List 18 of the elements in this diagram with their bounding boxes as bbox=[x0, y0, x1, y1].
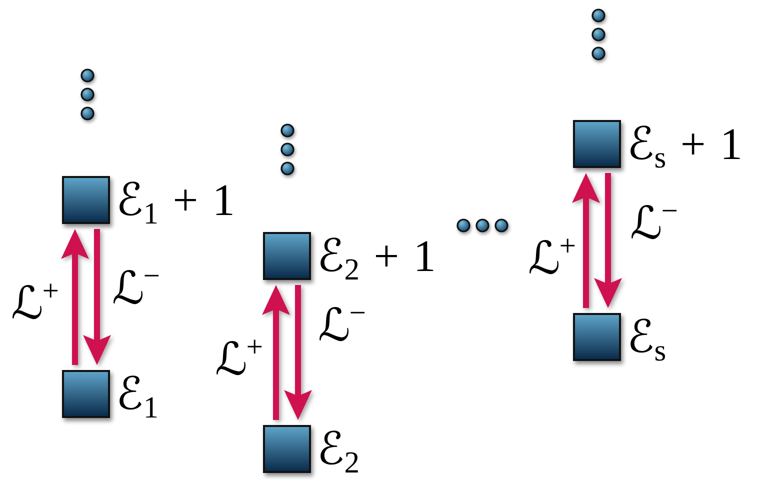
edge-label: ℒ$^{+}$ bbox=[215, 338, 263, 382]
state-label: ℰ$_{2}$ bbox=[317, 425, 360, 473]
edge-label: ℒ$^{+}$ bbox=[11, 282, 59, 326]
edge-label: ℒ$^{+}$ bbox=[528, 236, 576, 282]
state-label: ℰ$_{s}$ bbox=[627, 313, 666, 361]
state-label: ℰ$_{s}$ + 1 bbox=[627, 120, 743, 168]
edge-label: ℒ$^{−}$ bbox=[630, 202, 678, 246]
state-label: ℰ$_{1}$ + 1 bbox=[116, 176, 235, 224]
arrow bbox=[83, 229, 111, 365]
arrow bbox=[61, 229, 89, 365]
state-label: ℰ$_{1}$ bbox=[116, 370, 159, 418]
edge-label: ℒ$^{−}$ bbox=[318, 304, 366, 348]
arrow bbox=[262, 285, 290, 420]
arrow bbox=[284, 285, 312, 420]
arrow bbox=[572, 173, 600, 308]
state-label: ℰ$_{2}$ + 1 bbox=[317, 232, 436, 280]
arrow bbox=[594, 173, 622, 308]
edge-label: ℒ$^{−}$ bbox=[112, 266, 160, 312]
